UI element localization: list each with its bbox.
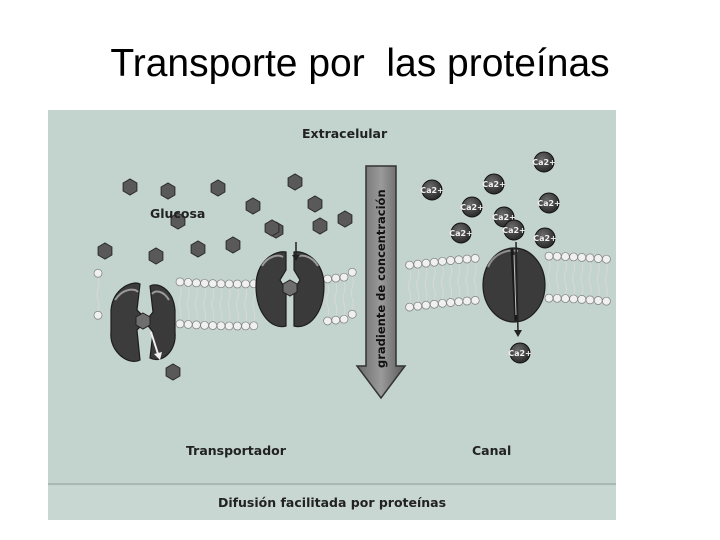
glucose-molecule xyxy=(191,241,205,257)
channel-label: Canal xyxy=(472,443,511,458)
glucose-molecule xyxy=(226,237,240,253)
svg-text:Ca2+: Ca2+ xyxy=(537,199,561,208)
svg-text:Ca2+: Ca2+ xyxy=(449,229,473,238)
svg-text:Ca2+: Ca2+ xyxy=(508,349,532,358)
glucose-molecule xyxy=(98,243,112,259)
glucose-molecule xyxy=(161,183,175,199)
glucose-molecule xyxy=(308,196,322,212)
channel-protein xyxy=(483,248,545,322)
gradient-label: gradiente de concentración xyxy=(374,189,388,368)
glucose-molecule xyxy=(338,211,352,227)
glucose-molecule xyxy=(123,179,137,195)
glucose-molecule xyxy=(211,180,225,196)
svg-text:Ca2+: Ca2+ xyxy=(460,203,484,212)
glucose-molecule xyxy=(313,218,327,234)
figure-caption: Difusión facilitada por proteínas xyxy=(218,495,446,510)
svg-text:Ca2+: Ca2+ xyxy=(533,234,557,243)
svg-text:Ca2+: Ca2+ xyxy=(502,226,526,235)
glucose-molecule xyxy=(149,248,163,264)
glucose-molecule xyxy=(265,220,279,236)
glucose-molecule xyxy=(166,364,180,380)
svg-text:Ca2+: Ca2+ xyxy=(420,186,444,195)
svg-text:Ca2+: Ca2+ xyxy=(532,158,556,167)
glucose-molecule xyxy=(246,198,260,214)
extracellular-label: Extracelular xyxy=(302,126,388,141)
slide-title: Transporte por las proteínas xyxy=(0,42,720,86)
glucose-label: Glucosa xyxy=(150,206,205,221)
svg-text:Ca2+: Ca2+ xyxy=(482,180,506,189)
glucose-molecule xyxy=(288,174,302,190)
membrane-transport-figure: gradiente de concentración Ca2+Ca xyxy=(48,110,616,520)
transporter-label: Transportador xyxy=(186,443,287,458)
